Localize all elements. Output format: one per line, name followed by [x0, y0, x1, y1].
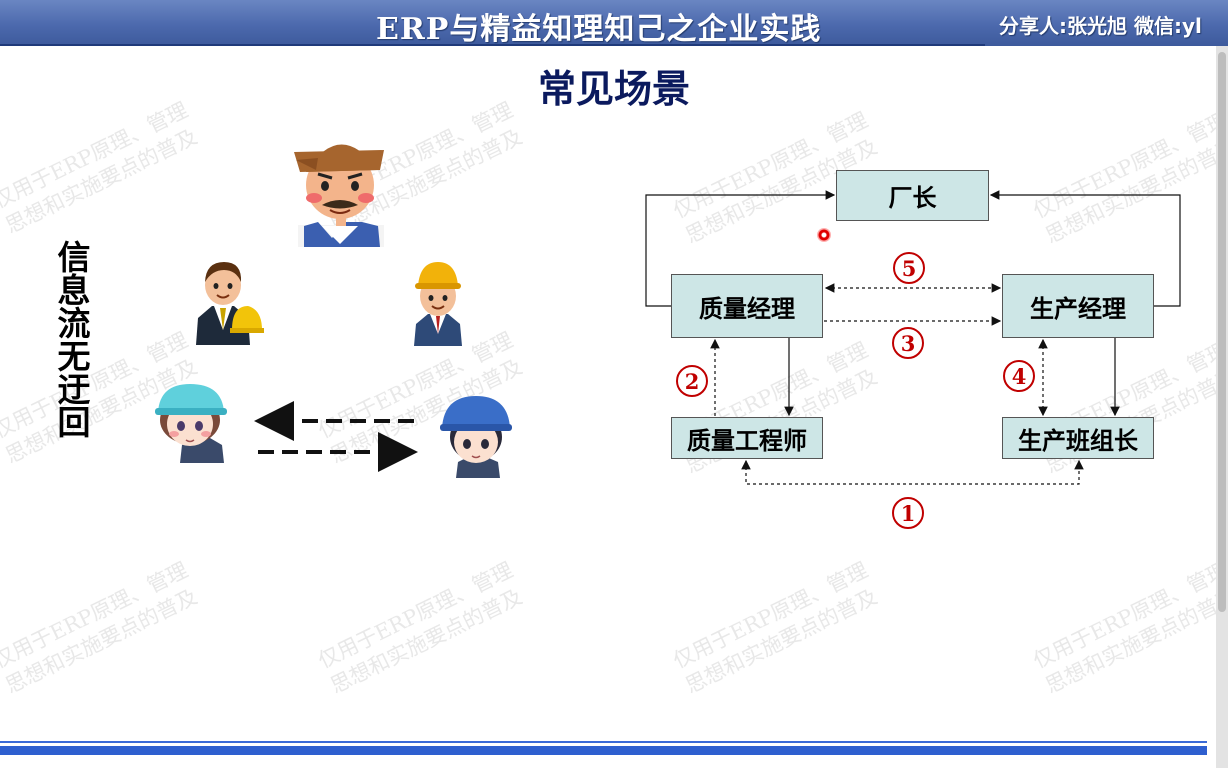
step-badge-2: 2 [676, 365, 708, 397]
box-production-manager: 生产经理 [1002, 274, 1154, 338]
step-badge-3: 3 [892, 327, 924, 359]
step-badge-5: 5 [893, 252, 925, 284]
header-bar [0, 0, 1228, 46]
box-quality-manager: 质量经理 [671, 274, 823, 338]
team-leader-avatar [440, 396, 512, 478]
box-quality-engineer: 质量工程师 [671, 417, 823, 459]
slide-title: 常见场景 [537, 67, 690, 111]
course-title: ERP与精益知理知己之企业实践 [376, 12, 822, 47]
laser-pointer-dot [817, 228, 831, 242]
presenter-info: 分享人:张光旭 微信:yl [999, 14, 1202, 38]
vertical-caption: 信息流无迂回 [52, 240, 91, 438]
scrollbar-thumb[interactable] [1218, 52, 1226, 612]
quality-manager-avatar [196, 262, 264, 345]
production-manager-avatar [414, 262, 462, 346]
header-underline [0, 44, 985, 46]
quality-engineer-avatar [155, 384, 227, 463]
box-team-leader: 生产班组长 [1002, 417, 1154, 459]
box-director: 厂长 [836, 170, 989, 221]
footer-line [0, 741, 1207, 743]
step-badge-1: 1 [892, 497, 924, 529]
step-badge-4: 4 [1003, 360, 1035, 392]
footer-bar [0, 746, 1207, 755]
director-avatar [294, 144, 384, 247]
